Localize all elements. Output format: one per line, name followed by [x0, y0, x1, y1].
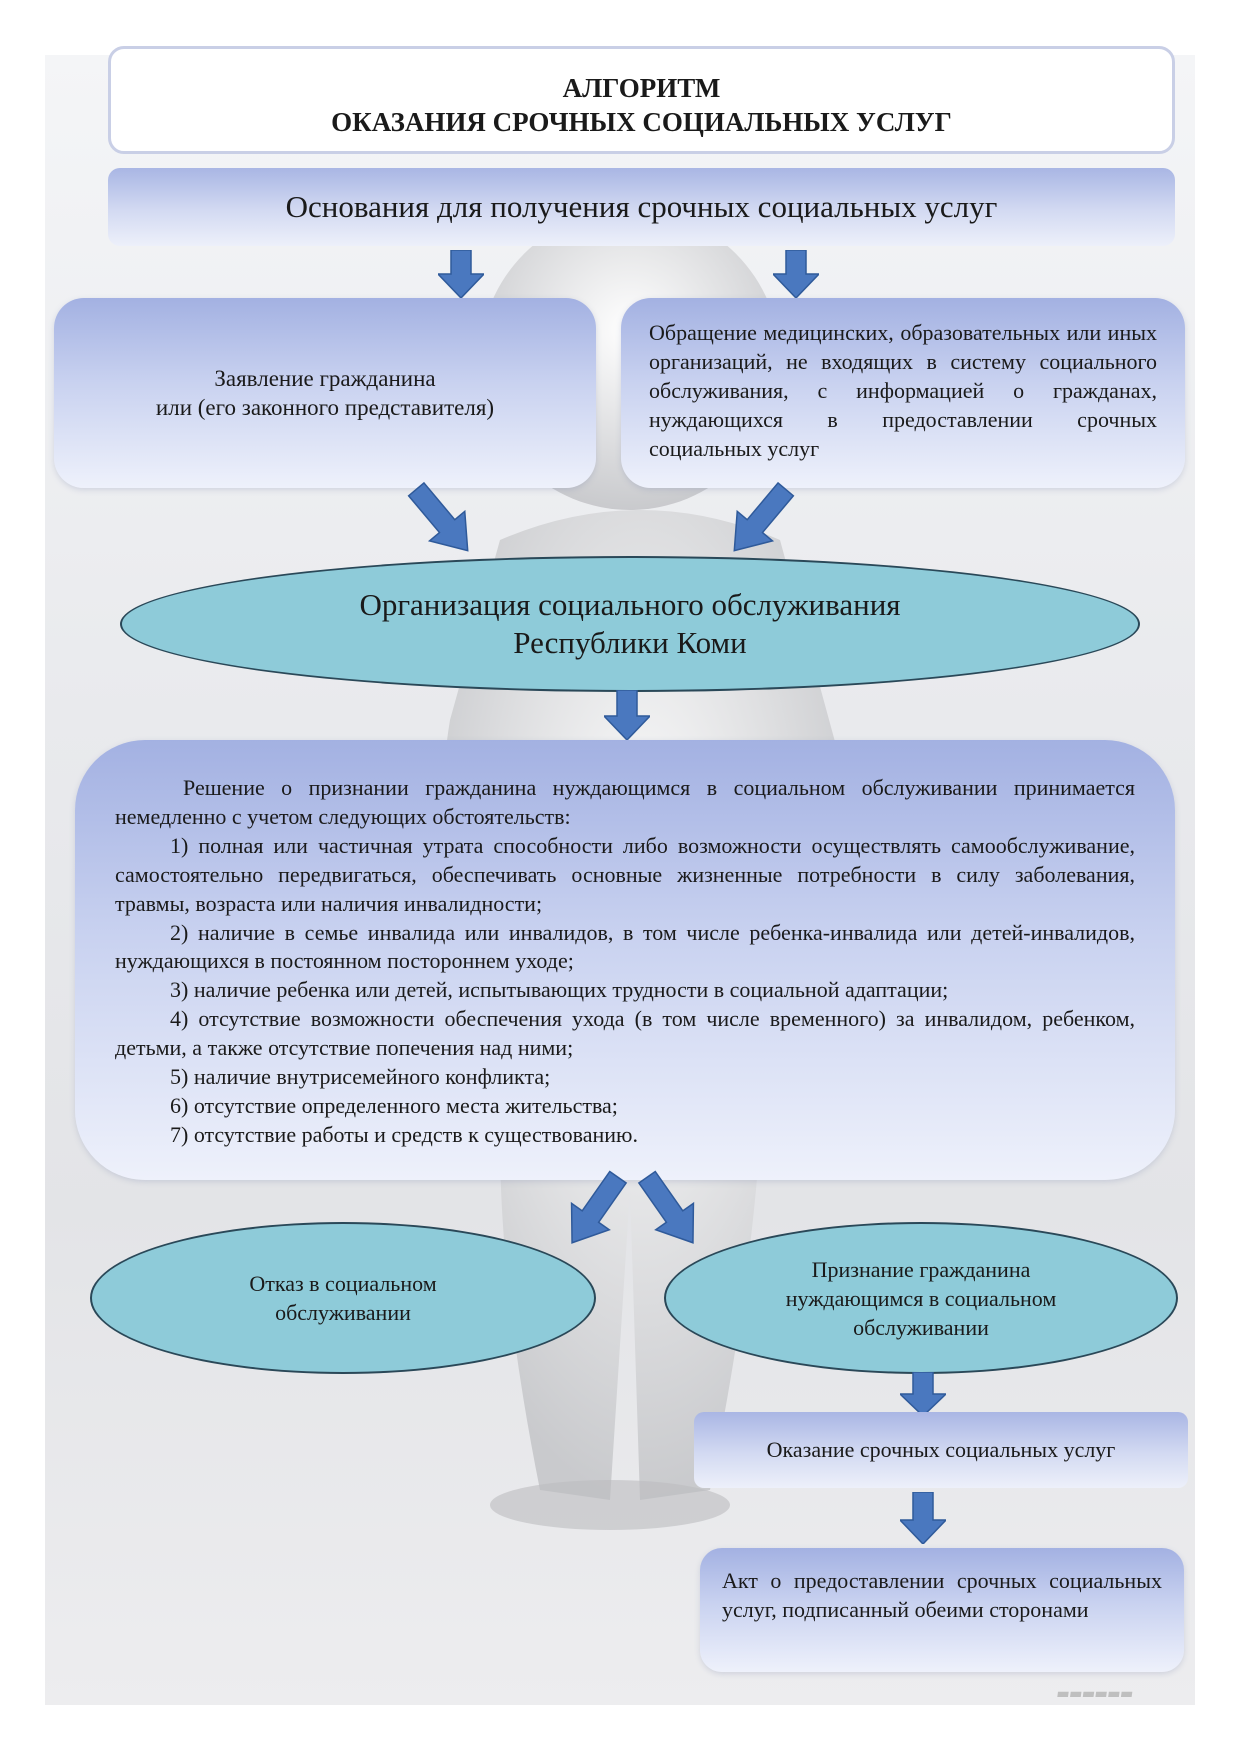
- arrow-diagonal-down-right-icon: [407, 481, 469, 552]
- criterion-item: 6) отсутствие определенного места житель…: [170, 1092, 618, 1118]
- act-text: Акт о предоставлении срочных социальных …: [722, 1568, 1162, 1622]
- decision-intro: Решение о признании гражданина нуждающим…: [115, 775, 1135, 829]
- organizations-appeal-text: Обращение медицинских, образовательных и…: [649, 320, 1157, 461]
- title-line-2: ОКАЗАНИЯ СРОЧНЫХ СОЦИАЛЬНЫХ УСЛУГ: [331, 107, 952, 137]
- basis-header: Основания для получения срочных социальн…: [108, 168, 1175, 246]
- applicant-statement-card: Заявление гражданина или (его законного …: [54, 298, 596, 488]
- provision-text: Оказание срочных социальных услуг: [766, 1437, 1116, 1462]
- arrow-down-icon: [438, 250, 484, 298]
- decision-criteria-card: Решение о признании гражданина нуждающим…: [75, 740, 1175, 1180]
- refusal-ellipse: Отказ в социальном обслуживании: [90, 1222, 596, 1374]
- criterion-item: 1) полная или частичная утрата способнос…: [115, 832, 1135, 916]
- basis-label: Основания для получения срочных социальн…: [285, 189, 998, 224]
- criterion-item: 4) отсутствие возможности обеспечения ух…: [115, 1006, 1135, 1061]
- watermark-logo: ▬▬▬▬▬▬: [1055, 1686, 1134, 1702]
- arrow-diagonal-down-right-icon: [637, 1170, 695, 1244]
- criterion-item: 2) наличие в семье инвалида или инвалидо…: [115, 919, 1135, 974]
- title-line-1: АЛГОРИТМ: [562, 73, 721, 103]
- arrow-down-icon: [900, 1492, 946, 1544]
- applicant-statement-text: Заявление гражданина или (его законного …: [155, 366, 495, 420]
- organization-text: Организация социального обслуживания Рес…: [359, 587, 901, 660]
- criterion-item: 3) наличие ребенка или детей, испытывающ…: [170, 977, 949, 1003]
- arrow-down-icon: [773, 250, 819, 298]
- arrow-down-icon: [604, 690, 650, 740]
- title-box: АЛГОРИТМ ОКАЗАНИЯ СРОЧНЫХ СОЦИАЛЬНЫХ УСЛ…: [108, 46, 1175, 154]
- recognition-text: Признание гражданина нуждающимся в социа…: [785, 1256, 1057, 1340]
- criterion-item: 5) наличие внутрисемейного конфликта;: [170, 1064, 551, 1090]
- refusal-text: Отказ в социальном обслуживании: [249, 1271, 437, 1325]
- arrow-diagonal-down-left-icon: [733, 481, 795, 552]
- criterion-item: 7) отсутствие работы и средств к существ…: [170, 1121, 638, 1147]
- organizations-appeal-card: Обращение медицинских, образовательных и…: [621, 298, 1185, 488]
- social-service-organization-ellipse: Организация социального обслуживания Рес…: [120, 556, 1140, 692]
- arrow-down-icon: [900, 1372, 946, 1416]
- provision-of-services-box: Оказание срочных социальных услуг: [694, 1412, 1188, 1488]
- recognition-ellipse: Признание гражданина нуждающимся в социа…: [664, 1222, 1178, 1374]
- act-of-provision-box: Акт о предоставлении срочных социальных …: [700, 1548, 1184, 1672]
- arrow-diagonal-down-left-icon: [570, 1170, 628, 1244]
